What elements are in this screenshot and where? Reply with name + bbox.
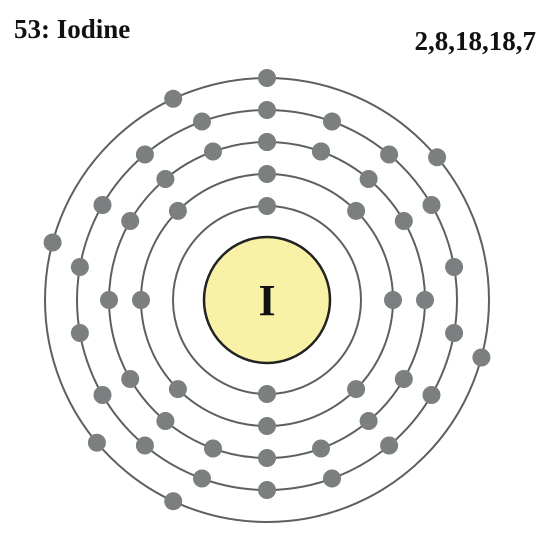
nucleus <box>202 235 332 365</box>
electron <box>416 291 434 309</box>
electron <box>121 212 140 230</box>
electron <box>121 370 140 388</box>
electron <box>428 148 447 167</box>
electron <box>258 165 276 183</box>
electron <box>156 412 175 430</box>
electron <box>312 439 330 458</box>
electron <box>258 197 276 215</box>
electron-configuration: 2,8,18,18,7 <box>414 26 537 56</box>
electron <box>204 142 222 161</box>
electron <box>168 380 187 399</box>
electron <box>87 433 106 452</box>
electron <box>258 133 276 151</box>
electron <box>258 69 276 87</box>
electron <box>258 385 276 403</box>
electron <box>156 170 175 188</box>
electron <box>312 142 330 161</box>
electron <box>258 449 276 467</box>
electron <box>380 436 399 455</box>
electron <box>93 196 112 214</box>
electron <box>422 386 441 404</box>
electron <box>347 201 366 220</box>
electron <box>132 291 150 309</box>
electron <box>422 196 441 214</box>
electron <box>445 324 464 342</box>
electron <box>323 469 341 488</box>
electron <box>394 370 413 388</box>
electron <box>164 89 183 108</box>
electron <box>93 386 112 404</box>
electron <box>394 212 413 230</box>
electron <box>359 170 378 188</box>
electron <box>135 436 154 455</box>
electron <box>100 291 118 309</box>
electron <box>384 291 402 309</box>
electron <box>204 439 222 458</box>
electron <box>359 412 378 430</box>
electron <box>472 348 491 367</box>
element-title: 53: Iodine <box>14 14 131 44</box>
electron <box>347 380 366 399</box>
electron <box>168 201 187 220</box>
electron <box>258 481 276 499</box>
electron <box>258 417 276 435</box>
electron <box>258 101 276 119</box>
electron <box>193 469 211 488</box>
electron <box>70 324 89 342</box>
electron <box>164 492 183 511</box>
nucleus-symbol: I <box>258 276 275 325</box>
electron <box>70 258 89 276</box>
electron <box>445 258 464 276</box>
electrons <box>43 69 491 511</box>
electron <box>193 112 211 131</box>
electron <box>380 145 399 164</box>
electron <box>43 233 62 252</box>
electron <box>323 112 341 131</box>
electron <box>135 145 154 164</box>
